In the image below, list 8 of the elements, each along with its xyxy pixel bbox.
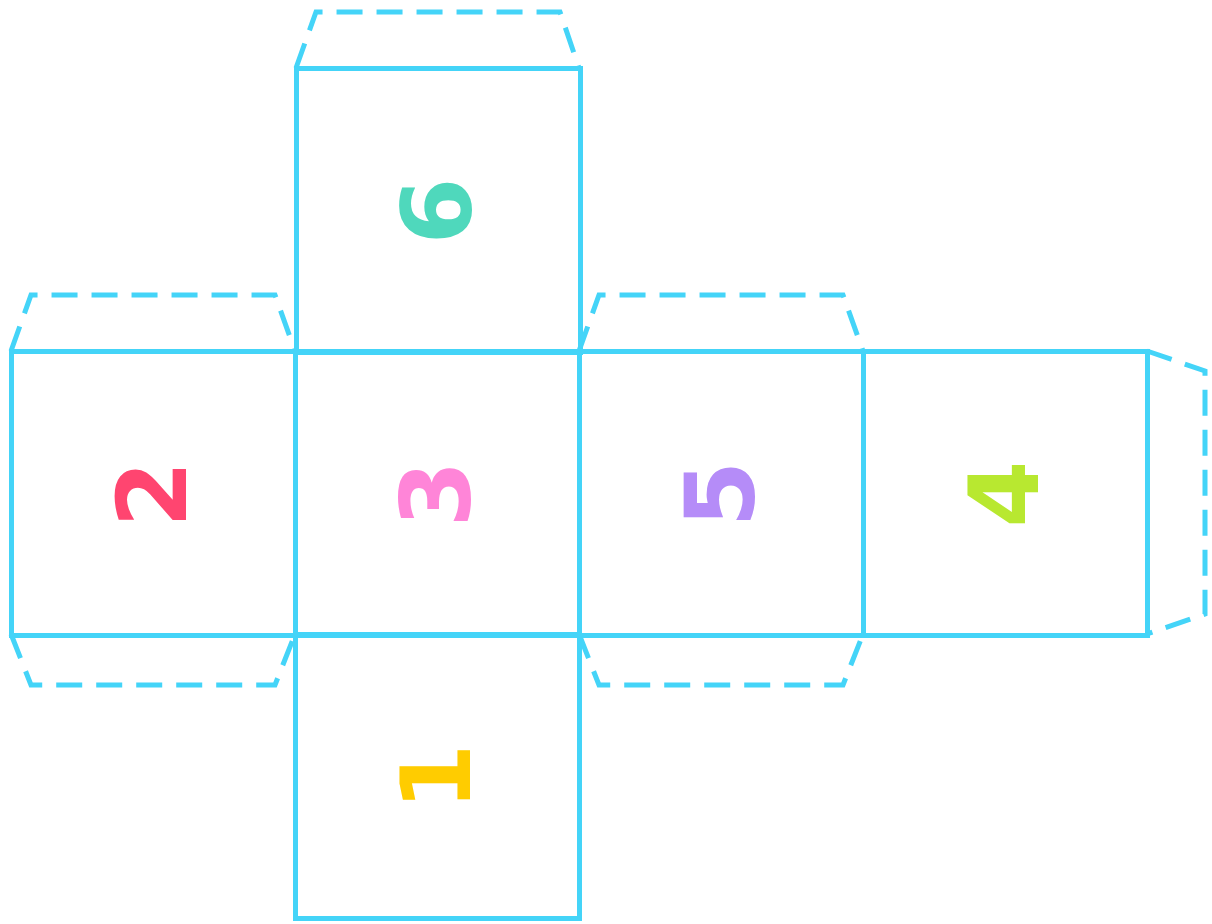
cube-face: [293, 632, 582, 921]
face-number: 3: [389, 460, 486, 527]
face-number: 4: [957, 460, 1054, 527]
face-number: 5: [673, 460, 770, 527]
face-number: 2: [105, 460, 202, 527]
cube-face: [294, 66, 583, 355]
face-number: 6: [390, 177, 487, 244]
face-number: 1: [389, 743, 486, 810]
